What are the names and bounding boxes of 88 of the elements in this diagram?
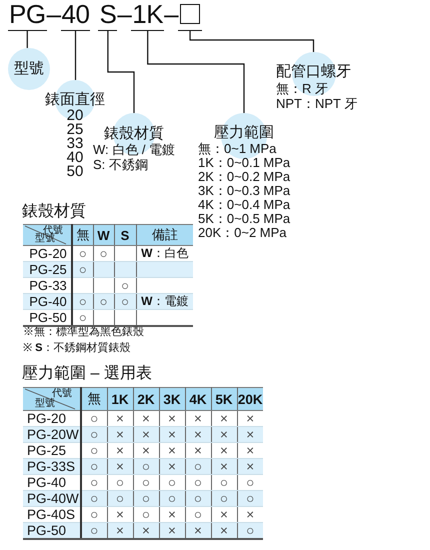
option-cell: × <box>107 426 133 442</box>
model-cell: PG-50 <box>23 522 81 539</box>
option-text: 3K：0~0.3 MPa <box>198 184 290 198</box>
option-cell: × <box>107 522 133 539</box>
model-cell: PG-40W <box>23 490 81 506</box>
option-text: 25 <box>66 123 84 137</box>
option-text: 40 <box>66 151 84 165</box>
leader-line <box>147 31 245 113</box>
table-title: 壓力範圍 – 選用表 <box>22 364 152 384</box>
code-segment: 1K <box>131 0 164 31</box>
remark-cell: W：電鍍 <box>136 294 193 310</box>
option-text: 33 <box>66 137 84 151</box>
heading: 型號 <box>14 60 44 78</box>
option-text: W: 白色 / 電鍍 <box>93 143 176 158</box>
option-text: NPT：NPT 牙 <box>276 96 358 111</box>
option-cell: ○ <box>237 522 263 539</box>
option-cell: ○ <box>133 458 159 474</box>
code-segment: 40 <box>60 0 90 31</box>
option-cell: ○ <box>185 490 211 506</box>
heading: 壓力範圍 <box>214 124 274 142</box>
code-separator: – <box>46 0 61 30</box>
code-segment: PG <box>8 0 47 31</box>
header-label: 代號 <box>43 226 63 236</box>
option-cell: × <box>211 426 237 442</box>
header-label: 型號 <box>35 234 55 244</box>
header-label: 代號 <box>52 389 72 399</box>
table-title: 錶殼材質 <box>22 202 86 222</box>
option-cell: ○ <box>81 426 107 442</box>
option-cell: × <box>133 426 159 442</box>
header-cell: 備註 <box>136 224 193 246</box>
option-text: 2K：0~0.2 MPa <box>198 170 290 184</box>
option-cell: ○ <box>81 522 107 539</box>
option-cell: ○ <box>159 490 185 506</box>
heading: 配管口螺牙 <box>276 63 351 81</box>
code-separator: – <box>117 0 132 30</box>
option-cell: ○ <box>185 458 211 474</box>
header-cell: 20K <box>237 388 263 410</box>
option-text: 5K：0~0.5 MPa <box>198 212 290 226</box>
header-cell: W <box>93 224 114 246</box>
option-cell: × <box>211 458 237 474</box>
option-cell: × <box>133 522 159 539</box>
leader-line <box>107 31 135 113</box>
heading: 錶殼材質 <box>104 125 164 143</box>
header-cell: 無 <box>81 388 107 410</box>
model-cell: PG-40 <box>23 294 72 310</box>
option-cell: × <box>237 426 263 442</box>
code-segment: S <box>98 0 118 31</box>
option-cell: × <box>159 458 185 474</box>
option-cell: ○ <box>237 490 263 506</box>
option-cell: × <box>159 426 185 442</box>
option-text: 20K：0~2 MPa <box>198 226 287 240</box>
header-cell: S <box>114 224 136 246</box>
leader-line <box>26 31 28 48</box>
option-cell: × <box>185 426 211 442</box>
model-cell: PG-50 <box>23 310 72 326</box>
option-cell: ○ <box>211 490 237 506</box>
option-text: S: 不銹鋼 <box>93 158 148 172</box>
option-cell: × <box>159 522 185 539</box>
option-cell: × <box>107 458 133 474</box>
option-cell: ○ <box>81 458 107 474</box>
option-cell: ○ <box>107 490 133 506</box>
option-cell: ○ <box>133 490 159 506</box>
option-text: 1K：0~0.1 MPa <box>198 156 290 170</box>
option-cell: ○ <box>72 310 93 326</box>
header-label: 型號 <box>35 399 55 409</box>
header-cell: 無 <box>72 224 93 246</box>
option-cell: ○ <box>81 490 107 506</box>
option-text: 4K：0~0.4 MPa <box>198 198 290 212</box>
leader-line <box>189 31 314 52</box>
header-cell: 2K <box>133 388 159 410</box>
code-separator: – <box>164 0 178 30</box>
option-text: 20 <box>66 109 84 123</box>
option-cell: × <box>185 522 211 539</box>
model-cell: PG-25 <box>23 262 72 278</box>
option-cell: × <box>211 522 237 539</box>
header-cell: 1K <box>107 388 133 410</box>
option-text: 無：0~1 MPa <box>198 142 276 156</box>
model-cell: PG-20W <box>23 426 81 442</box>
option-text: 50 <box>66 165 84 179</box>
option-text: 無：R 牙 <box>276 81 328 96</box>
header-cell: 4K <box>185 388 211 410</box>
option-cell: × <box>237 458 263 474</box>
heading: 錶面直徑 <box>45 91 105 109</box>
leader-line <box>74 31 76 80</box>
note-text: ※ S：不銹鋼材質錶殼 <box>23 341 130 355</box>
model-cell: PG-33S <box>23 458 81 474</box>
header-cell: 3K <box>159 388 185 410</box>
header-cell: 5K <box>211 388 237 410</box>
